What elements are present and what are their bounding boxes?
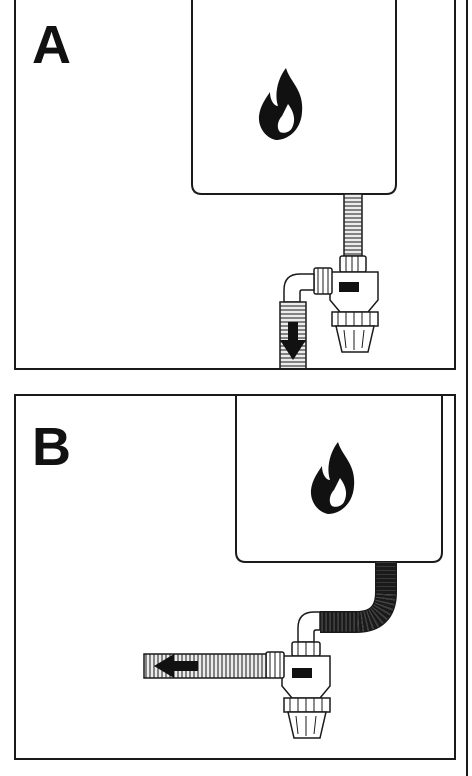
arrow-icon <box>280 322 306 360</box>
drain-hose-vertical <box>343 193 363 257</box>
drain-hose-curved <box>320 562 397 633</box>
panel-a: A <box>14 0 456 370</box>
siphon-trap <box>265 641 331 739</box>
panel-label-a: A <box>32 15 71 75</box>
drain-elbow <box>283 273 315 303</box>
panel-b-illustration <box>143 396 443 739</box>
siphon-trap <box>313 255 379 353</box>
panel-b: B <box>14 394 456 760</box>
flame-icon <box>310 442 355 514</box>
panel-label-b: B <box>32 417 71 477</box>
drain-elbow <box>297 611 321 643</box>
flame-icon <box>258 68 303 140</box>
arrow-icon <box>154 654 198 678</box>
page-right-rule <box>466 0 468 776</box>
panel-a-illustration <box>191 0 397 368</box>
